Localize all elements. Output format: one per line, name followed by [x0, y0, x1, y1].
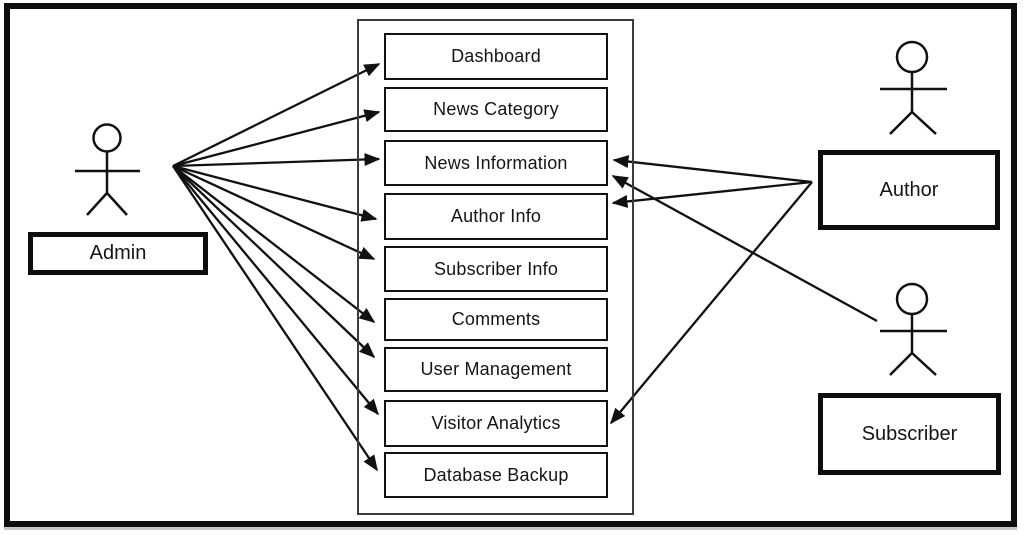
usecase-label: News Category: [433, 99, 559, 119]
subscriber-stick-figure-icon: [880, 282, 947, 376]
usecase-box-author-info: Author Info: [384, 193, 608, 240]
arrow-admin-news-information: [172, 152, 381, 168]
actor-label-admin: Admin: [89, 242, 147, 264]
usecase-box-user-management: User Management: [384, 347, 608, 392]
usecase-box-comments: Comments: [384, 298, 608, 341]
arrow-author-visitor-analytics: [610, 181, 813, 425]
usecase-label: Subscriber Info: [433, 258, 559, 279]
usecase-box-dashboard: Dashboard: [384, 33, 608, 80]
arrow-admin-visitor-analytics: [172, 165, 379, 416]
actor-box-admin: Admin: [28, 232, 208, 275]
usecase-label: Comments: [451, 309, 541, 329]
arrow-admin-dashboard: [172, 62, 381, 168]
usecase-box-database-backup: Database Backup: [384, 452, 608, 498]
arrow-admin-author-info: [172, 164, 378, 222]
system-boundary: [357, 19, 634, 515]
usecase-label: User Management: [420, 359, 572, 379]
arrow-author-author-info: [611, 180, 813, 208]
author-association-arrows: [610, 155, 813, 425]
admin-association-arrows: [172, 62, 381, 472]
actor-box-subscriber: Subscriber: [818, 393, 1001, 475]
usecase-label: News Information: [424, 152, 568, 173]
actor-box-author: Author: [818, 150, 1000, 230]
arrow-admin-subscriber-info: [172, 164, 376, 261]
arrow-admin-user-management: [172, 165, 376, 359]
usecase-box-subscriber-info: Subscriber Info: [384, 246, 608, 292]
actor-label-subscriber: Subscriber: [861, 422, 958, 445]
subscriber-association-arrows: [611, 174, 878, 323]
usecase-box-visitor-analytics: Visitor Analytics: [384, 400, 608, 447]
usecase-label: Dashboard: [451, 46, 541, 66]
author-stick-figure-icon: [880, 40, 947, 135]
usecase-box-news-information: News Information: [384, 140, 608, 186]
arrow-author-news-information: [612, 155, 813, 184]
arrow-admin-comments: [172, 165, 376, 323]
arrow-admin-news-category: [172, 109, 381, 168]
usecase-label: Visitor Analytics: [431, 413, 561, 433]
actor-label-author: Author: [879, 178, 939, 201]
admin-stick-figure-icon: [75, 123, 140, 216]
arrow-subscriber-news-information: [611, 174, 878, 323]
arrow-admin-database-backup: [172, 165, 378, 472]
usecase-box-news-category: News Category: [384, 87, 608, 132]
usecase-label: Database Backup: [423, 464, 569, 485]
usecase-label: Author Info: [450, 206, 542, 226]
